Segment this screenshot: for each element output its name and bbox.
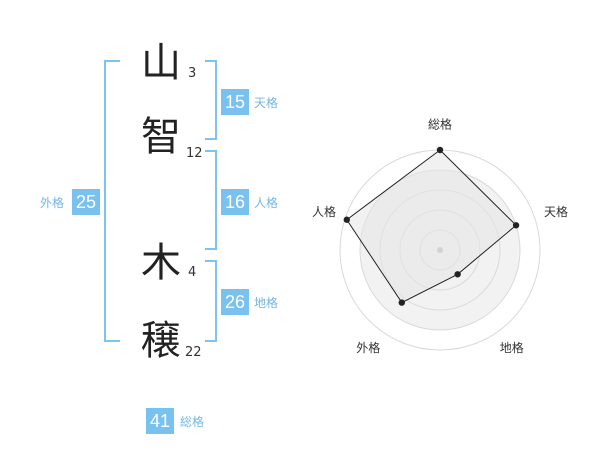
name-char-2: 智	[141, 114, 181, 160]
soukaku-label: 総格	[180, 415, 205, 429]
gaikaku-bracket	[104, 60, 120, 342]
radar-label-1: 天格	[544, 204, 568, 219]
radar-point-1	[512, 222, 520, 229]
radar-label-2: 地格	[500, 340, 524, 355]
jinkaku-bracket	[205, 150, 217, 250]
radar-label-3: 外格	[356, 340, 380, 355]
name-char-3: 木	[141, 240, 181, 286]
tenkaku-bracket	[205, 60, 217, 140]
radar-series	[343, 146, 520, 306]
jinkaku-value: 16	[221, 189, 249, 215]
radar-point-0	[436, 146, 444, 154]
soukaku-value: 41	[146, 408, 174, 434]
gaikaku-value: 25	[72, 189, 100, 215]
jinkaku-label: 人格	[254, 196, 279, 210]
chikaku-label: 地格	[254, 296, 279, 310]
name-char-1-strokes: 3	[188, 66, 197, 81]
gaikaku-label: 外格	[40, 196, 65, 210]
radar-point-3	[398, 299, 405, 306]
tenkaku-label: 天格	[254, 96, 279, 110]
name-char-3-strokes: 4	[188, 265, 197, 280]
name-char-4: 穣	[141, 318, 181, 364]
name-char-1: 山	[141, 40, 181, 86]
radar-label-0: 総格	[428, 117, 452, 132]
radar-point-4	[343, 216, 350, 223]
chikaku-value: 26	[221, 289, 249, 315]
radar-label-4: 人格	[312, 204, 336, 219]
tenkaku-value: 15	[221, 89, 249, 115]
chikaku-bracket	[205, 260, 217, 342]
radar-point-2	[454, 271, 461, 278]
name-char-2-strokes: 12	[186, 146, 203, 161]
radar-polygon	[346, 149, 517, 304]
name-char-4-strokes: 22	[185, 345, 202, 360]
